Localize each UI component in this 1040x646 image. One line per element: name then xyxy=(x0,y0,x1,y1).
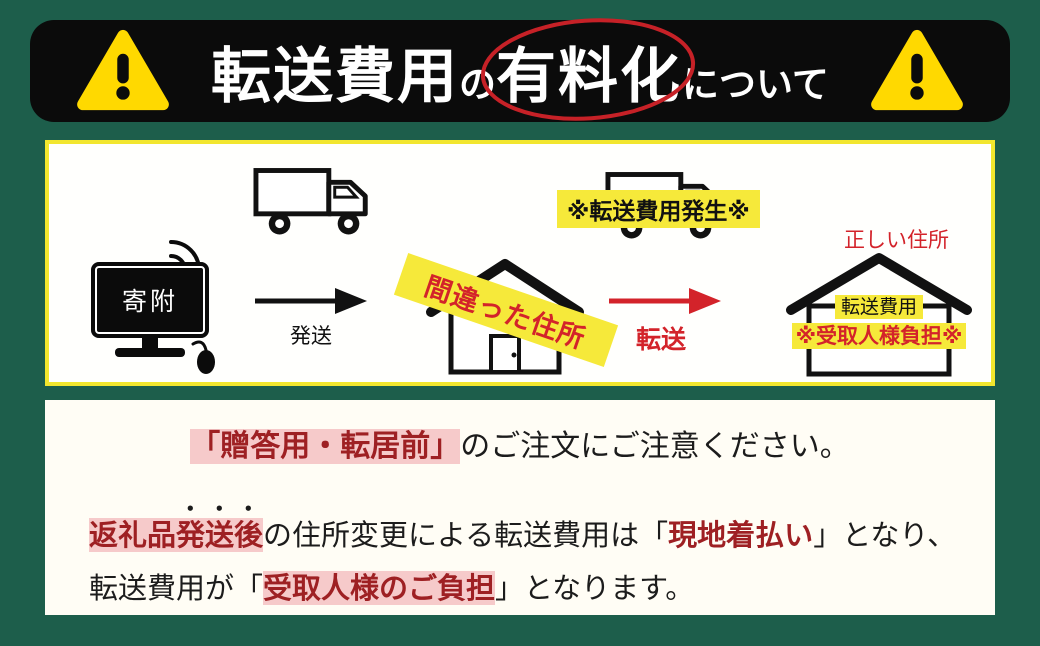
recipient-burden-highlight: 受取人様のご負担 xyxy=(263,570,496,605)
mouse-icon xyxy=(191,340,215,374)
recipient-fee-title: 転送費用 xyxy=(781,292,977,319)
title-suffix: について xyxy=(682,62,829,106)
title-part1: 転送費用 xyxy=(211,41,460,112)
bracket-close: 」 xyxy=(430,429,461,464)
after-shipping-highlight: 発送後 xyxy=(176,518,264,552)
title-circled: 有料化 xyxy=(496,41,683,112)
arrow-right-red-icon xyxy=(609,288,721,314)
recipient-fee-burden-text: ※受取人様負担※ xyxy=(791,323,967,349)
arrow-right-icon xyxy=(255,288,367,314)
page-title: 転送費用 の 有料化 について xyxy=(30,20,1010,122)
notice-line1-rest: のご注文にご注意ください。 xyxy=(460,429,850,464)
correct-address-label: 正しい住所 xyxy=(844,228,949,252)
donation-label: 寄附 xyxy=(121,287,178,316)
recipient-fee-title-text: 転送費用 xyxy=(834,295,923,319)
truck-icon xyxy=(253,168,368,235)
warning-triangle-icon xyxy=(871,29,963,111)
transfer-label: 転送 xyxy=(635,325,686,354)
process-diagram: 寄附 発送 xyxy=(45,140,995,386)
warning-triangle-icon xyxy=(77,29,169,111)
bracket-open: 「 xyxy=(190,429,221,464)
gift-move-highlight: 贈答用・転居前 xyxy=(220,429,431,464)
transfer-fee-alert: ※転送費用発生※ xyxy=(557,190,760,228)
title-particle: の xyxy=(459,62,497,106)
notice-line3-start: 転送費用が「 xyxy=(89,570,264,605)
notice-line2-end: 」となり、 xyxy=(813,518,957,552)
notice-line3: 転送費用が「受取人様のご負担」となります。 xyxy=(89,566,995,611)
notice-line2: 返礼品発送後の住所変更による転送費用は「現地着払い」となり、 xyxy=(89,500,995,558)
monitor-screen: 寄附 xyxy=(91,262,209,338)
title-banner: 転送費用 の 有料化 について xyxy=(30,20,1010,122)
notice-box: 「贈答用・転居前」のご注文にご注意ください。 返礼品発送後の住所変更による転送費… xyxy=(45,400,995,615)
notice-line1: 「贈答用・転居前」のご注文にご注意ください。 xyxy=(45,426,995,468)
return-gift-highlight: 返礼品 xyxy=(89,518,177,552)
donation-monitor: 寄附 xyxy=(91,240,223,374)
title-circled-wrap: 有料化 xyxy=(496,28,682,115)
ship-label: 発送 xyxy=(290,324,332,348)
cod-strong: 現地着払い xyxy=(668,518,814,552)
notice-line2-mid: の住所変更による転送費用は「 xyxy=(263,518,669,552)
notice-line3-end: 」となります。 xyxy=(495,570,695,605)
recipient-fee-burden: ※受取人様負担※ xyxy=(765,320,993,350)
monitor-base xyxy=(115,348,185,357)
monitor-stand xyxy=(142,338,158,349)
